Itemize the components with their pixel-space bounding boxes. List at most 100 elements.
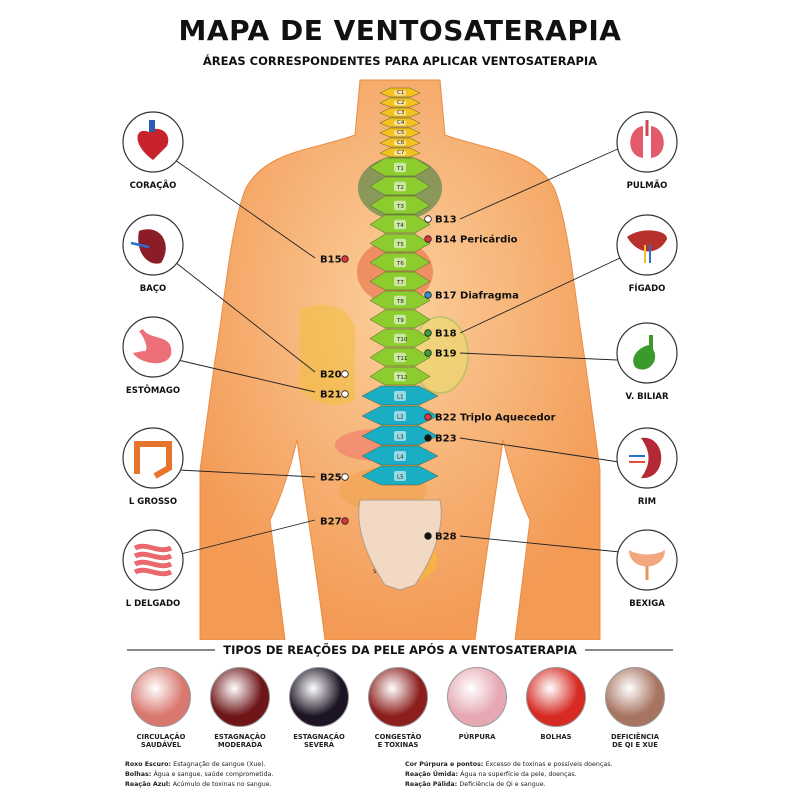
connector-line: [459, 535, 621, 553]
vertebra-label: T10: [396, 337, 408, 343]
organ-kidney: RIM: [616, 427, 678, 507]
organ-label: V. BILIAR: [625, 392, 668, 402]
acupoint-b23: B23: [424, 434, 457, 445]
vertebra-label: T6: [396, 261, 404, 267]
reaction-swatch: [605, 667, 665, 727]
connector-line: [176, 519, 316, 556]
vertebra-t1: T1: [369, 157, 431, 177]
vertebra-t11: T11: [369, 347, 431, 367]
vertebra-label: C6: [397, 140, 405, 146]
connector-line: [459, 352, 618, 361]
organ-label: ESTÔMAGO: [126, 384, 180, 396]
acupoint-b18: B18: [424, 329, 457, 340]
heart-icon: [137, 120, 169, 160]
note-term: Bolhas:: [125, 771, 154, 778]
note-term: Reação Úmida:: [405, 771, 461, 778]
acupoint-marker: [341, 370, 349, 378]
acupoint-marker: [424, 532, 432, 540]
reaction-label: ESTAGNAÇÃO MODERADA: [214, 733, 266, 749]
sacrum: [358, 499, 442, 591]
acupoint-label: B28: [435, 532, 457, 543]
vertebra-label: L4: [397, 454, 404, 460]
organ-liver: FÍGADO: [616, 214, 678, 294]
note-line: Reação Úmida: Água na superfície da pele…: [405, 770, 613, 780]
reaction-item: PÚRPURA: [441, 667, 513, 741]
large-intestine-icon: [134, 441, 172, 479]
connector-line: [178, 469, 316, 478]
liver-zone: [300, 305, 355, 406]
note-term: Reação Azul:: [125, 781, 173, 788]
connector-line: [459, 147, 621, 220]
acupoint-marker: [424, 413, 432, 421]
organ-label: L DELGADO: [126, 599, 181, 609]
acupoint-label: B21: [320, 390, 342, 401]
liver-icon: [627, 230, 667, 263]
vertebra-l3: L3: [361, 425, 439, 446]
note-line: Bolhas: Água e sangue, saúde comprometid…: [125, 770, 273, 780]
vertebra-label: C1: [397, 90, 404, 96]
reaction-item: DEFICIÊNCIA DE QI E XUE: [599, 667, 671, 749]
acupoint-b15: B15: [320, 255, 349, 266]
vertebra-label: L1: [397, 394, 404, 400]
vertebra-l1: L1: [361, 385, 439, 406]
acupoint-marker: [341, 517, 349, 525]
vertebra-label: L5: [397, 474, 404, 480]
vertebra-t3: T3: [369, 195, 431, 215]
reaction-label: DEFICIÊNCIA DE QI E XUE: [610, 733, 660, 749]
organ-circle: [122, 427, 184, 489]
acupoint-marker: [424, 235, 432, 243]
organ-lungs: PULMÃO: [616, 111, 678, 191]
vertebra-label: L2: [397, 414, 404, 420]
acupoint-label: B14 Pericárdio: [435, 234, 518, 246]
acupoint-label: B18: [435, 329, 457, 340]
spleen-icon: [130, 229, 166, 264]
vertebra-c1: C1: [379, 87, 421, 98]
notes-left: Roxo Escuro: Estagnação de sangue (Xue).…: [125, 760, 273, 790]
acupoint-marker: [341, 255, 349, 263]
reaction-swatch: [526, 667, 586, 727]
vertebra-l4: L4: [361, 445, 439, 466]
organ-label: PULMÃO: [627, 180, 668, 191]
vertebra-t5: T5: [369, 233, 431, 253]
acupoint-b22: B22 Triplo Aquecedor: [424, 413, 556, 424]
note-desc: Água e sangue, saúde comprometida.: [153, 771, 274, 778]
acupoint-b21: B21: [320, 390, 349, 401]
organ-label: L GROSSO: [129, 497, 177, 507]
vertebra-t6: T6: [369, 252, 431, 272]
bladder-icon: [629, 550, 665, 580]
vertebra-label: T11: [396, 356, 407, 362]
reaction-item: ESTAGNAÇÃO SEVERA: [283, 667, 355, 749]
acupoint-b19: B19: [424, 349, 457, 360]
note-desc: Acúmulo de toxinas no sangue.: [172, 781, 272, 788]
organ-label: BAÇO: [140, 284, 167, 294]
organ-icons: CORAÇÃO BAÇO ESTÔMAGO L GROSSO L DELGADO PULM…: [122, 111, 678, 609]
organ-large-intestine: L GROSSO: [122, 427, 184, 507]
vertebra-c5: C5: [379, 127, 421, 138]
reaction-swatch: [131, 667, 191, 727]
note-desc: Deficiência de Qi e sangue.: [459, 781, 546, 788]
reaction-swatch: [447, 667, 507, 727]
vertebra-label: L3: [397, 434, 404, 440]
organ-spleen: BAÇO: [122, 214, 184, 294]
acupoint-label: B19: [435, 349, 457, 360]
organ-heart: CORAÇÃO: [122, 111, 184, 191]
vertebra-label: T7: [396, 280, 404, 286]
organ-label: BEXIGA: [629, 599, 665, 609]
reaction-label: CONGESTÃO E TOXINAS: [374, 733, 422, 749]
vertebra-label: T12: [396, 375, 407, 381]
lungs-icon: [630, 120, 664, 158]
kidney-icon: [629, 437, 662, 479]
acupoint-label: B23: [435, 434, 457, 445]
connector-line: [174, 261, 316, 373]
note-term: Roxo Escuro:: [125, 761, 174, 768]
vertebra-label: T4: [396, 223, 404, 229]
acupoint-marker: [424, 291, 432, 299]
reaction-swatch: [368, 667, 428, 727]
organ-small-intestine: L DELGADO: [122, 529, 184, 609]
spine: C1C2C3C4C5C6C7T1T2T3T4T5T6T7T8T9T10T11T1…: [361, 87, 439, 575]
organ-circle: [616, 111, 678, 173]
body-map: C1C2C3C4C5C6C7T1T2T3T4T5T6T7T8T9T10T11T1…: [122, 79, 678, 640]
vertebra-label: T8: [396, 299, 404, 305]
vertebra-c6: C6: [379, 137, 421, 148]
acupoint-b14: B14 Pericárdio: [424, 234, 518, 246]
